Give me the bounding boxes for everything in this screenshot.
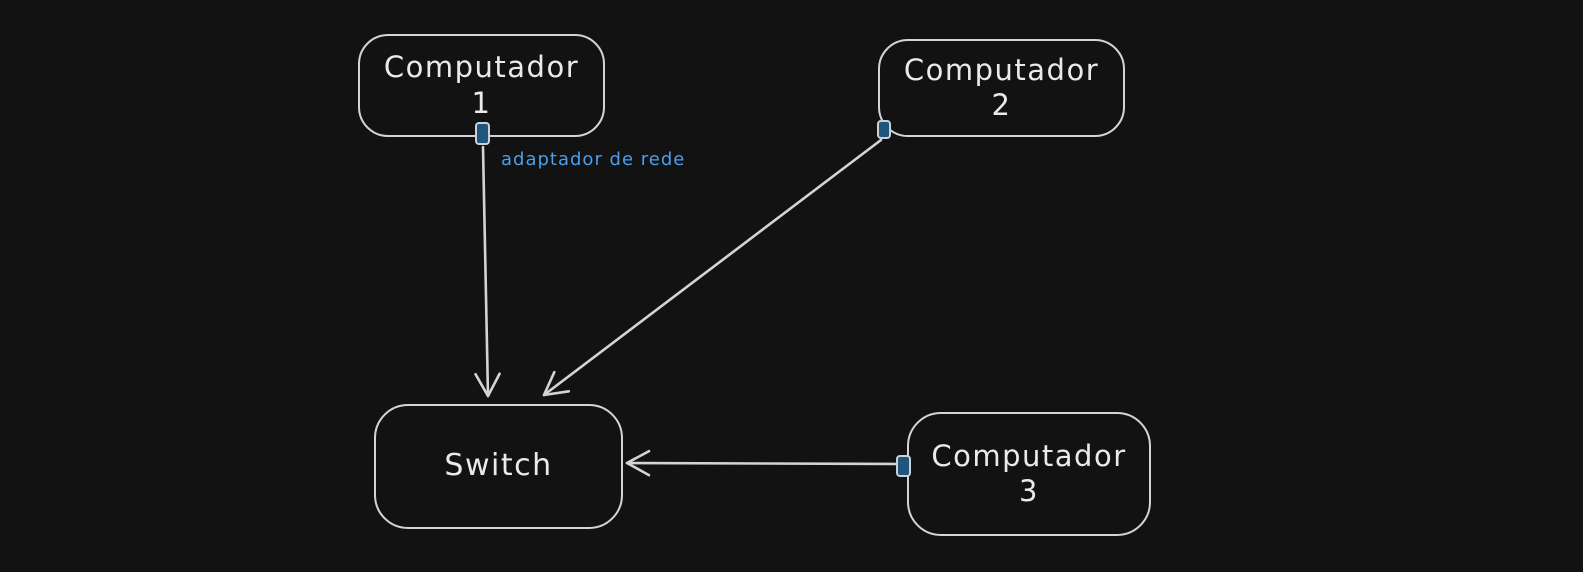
edge-computador1-to-switch[interactable] — [474, 145, 501, 398]
node-computador-3-label: Computador — [931, 438, 1127, 473]
network-port-computador-2[interactable] — [877, 120, 891, 139]
node-computador-1-label: Computador — [383, 50, 580, 85]
node-computador-1-number: 1 — [471, 85, 492, 120]
edge-computador2-to-switch[interactable] — [542, 138, 883, 397]
node-computador-3-number: 3 — [1019, 474, 1039, 508]
annotation-adaptador-de-rede[interactable]: adaptador de rede — [501, 149, 686, 170]
network-port-computador-3[interactable] — [896, 455, 911, 477]
edge-computador3-to-switch[interactable] — [625, 449, 900, 477]
node-computador-3[interactable]: Computador 3 — [907, 412, 1151, 536]
node-computador-2-number: 2 — [991, 88, 1012, 122]
node-computador-2[interactable]: Computador 2 — [878, 39, 1125, 137]
node-switch-label: Switch — [444, 448, 553, 484]
node-switch[interactable]: Switch — [374, 404, 623, 529]
node-computador-2-label: Computador — [903, 52, 1100, 87]
network-port-computador-1[interactable] — [475, 122, 490, 145]
